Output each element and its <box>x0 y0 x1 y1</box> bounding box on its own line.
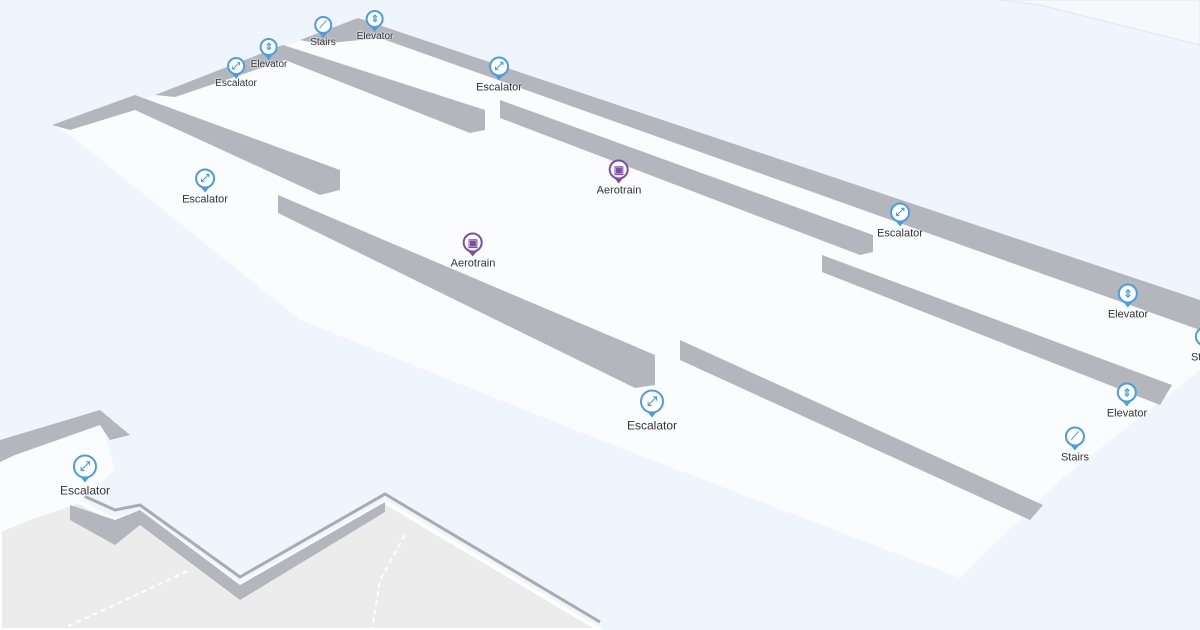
escalator-icon: ⤢ <box>73 454 97 483</box>
stairs-icon: ⟋ <box>1195 326 1200 347</box>
poi-marker-escalator[interactable]: ⤢Escalator <box>877 202 923 240</box>
poi-marker-escalator[interactable]: ⤢Escalator <box>215 57 257 89</box>
poi-label: Elevator <box>250 59 288 70</box>
stairs-icon: ⟋ <box>314 16 332 38</box>
poi-label: Aerotrain <box>450 257 496 270</box>
poi-label: Escalator <box>59 483 111 498</box>
wall <box>70 502 385 600</box>
poi-label: Escalator <box>626 418 678 433</box>
wall <box>0 410 130 462</box>
poi-marker-elevator[interactable]: ⇕Elevator <box>1107 283 1149 321</box>
elevator-icon: ⇕ <box>1116 382 1137 407</box>
stairs-icon: ⟋ <box>1065 426 1085 451</box>
upper-edge <box>999 0 1200 46</box>
poi-label: Elevator <box>1107 308 1149 321</box>
elevator-icon: ⇕ <box>1117 283 1138 308</box>
poi-label: Stairs <box>1190 351 1200 364</box>
poi-marker-elevator[interactable]: ⇕Elevator <box>356 10 394 42</box>
poi-label: Escalator <box>476 81 522 94</box>
wall <box>52 95 340 195</box>
poi-label: Aerotrain <box>596 184 642 197</box>
poi-marker-escalator[interactable]: ⤢Escalator <box>59 454 111 498</box>
escalator-icon: ⤢ <box>889 202 910 227</box>
train-icon: ▣ <box>608 159 629 184</box>
terminal-floor <box>52 18 1200 578</box>
poi-label: Escalator <box>877 227 923 240</box>
dashed-path <box>59 569 191 630</box>
wall <box>500 100 873 255</box>
escalator-icon: ⤢ <box>227 57 245 79</box>
wall <box>680 340 1043 520</box>
poi-marker-elevator[interactable]: ⇕Elevator <box>250 38 288 70</box>
elevator-icon: ⇕ <box>260 38 278 60</box>
poi-label: Elevator <box>1106 407 1148 420</box>
poi-marker-elevator[interactable]: ⇕Elevator <box>1106 382 1148 420</box>
train-icon: ▣ <box>462 232 483 257</box>
poi-marker-escalator[interactable]: ⤢Escalator <box>182 168 228 206</box>
poi-marker-aerotrain[interactable]: ▣Aerotrain <box>450 232 496 270</box>
poi-marker-stairs[interactable]: ⟋Stairs <box>310 16 336 48</box>
poi-marker-stairs[interactable]: ⟋ Stairs <box>1190 326 1200 364</box>
escalator-icon: ⤢ <box>194 168 215 193</box>
wall <box>278 195 655 388</box>
poi-label: Stairs <box>1060 451 1090 464</box>
poi-label: Stairs <box>310 37 336 48</box>
escalator-icon: ⤢ <box>488 56 509 81</box>
poi-marker-aerotrain[interactable]: ▣Aerotrain <box>596 159 642 197</box>
wall <box>822 255 1172 405</box>
elevator-icon: ⇕ <box>366 10 384 32</box>
poi-label: Elevator <box>356 31 394 42</box>
dashed-path <box>371 534 406 630</box>
poi-marker-stairs[interactable]: ⟋Stairs <box>1060 426 1090 464</box>
escalator-icon: ⤢ <box>640 389 664 418</box>
poi-marker-escalator[interactable]: ⤢Escalator <box>476 56 522 94</box>
poi-label: Escalator <box>182 193 228 206</box>
poi-label: Escalator <box>215 78 257 89</box>
poi-marker-escalator[interactable]: ⤢Escalator <box>626 389 678 433</box>
